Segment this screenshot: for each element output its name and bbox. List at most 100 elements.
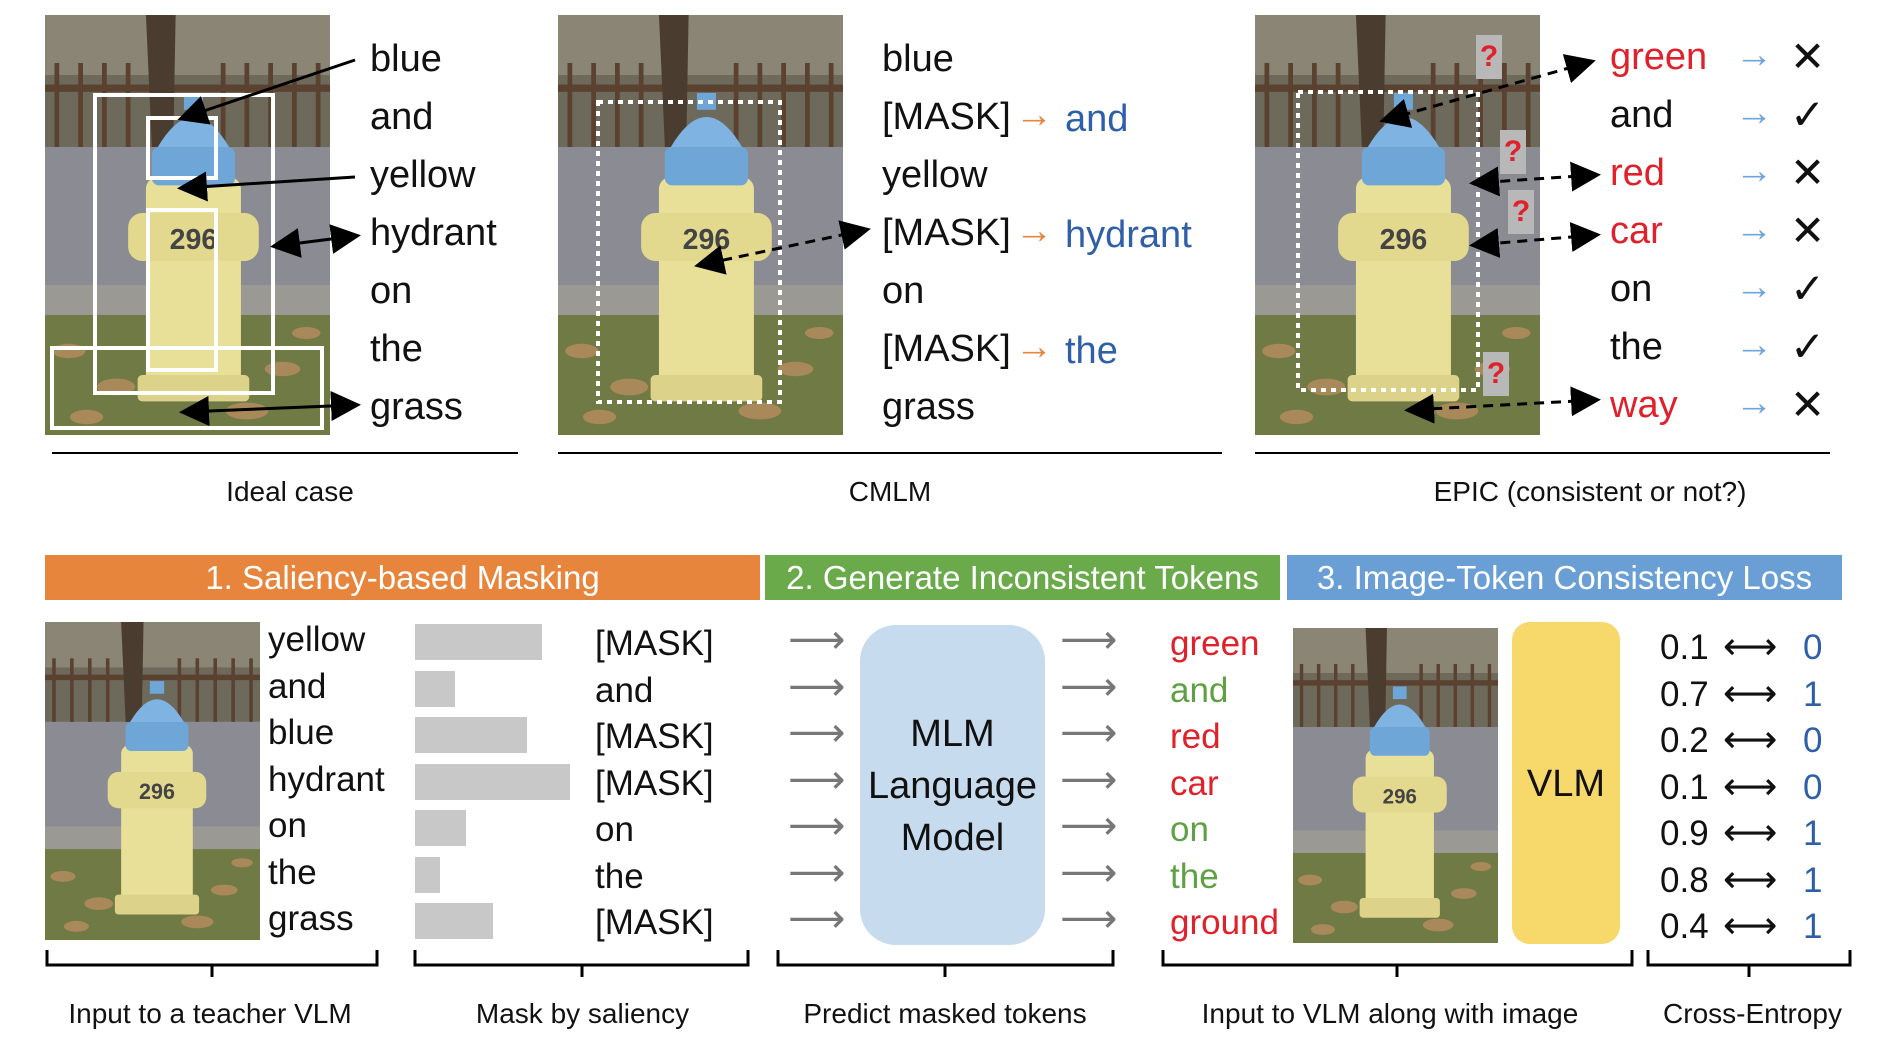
target-label: 1 [1803, 860, 1823, 900]
cmlm-word: [MASK] [882, 328, 1011, 370]
cross-icon: ✕ [1790, 149, 1826, 196]
epic-word: green [1610, 36, 1708, 78]
target-label: 1 [1803, 674, 1823, 714]
epic-word: red [1610, 152, 1665, 194]
caption-cross-entropy: Cross-Entropy [1663, 998, 1842, 1029]
caption-predict-masked: Predict masked tokens [803, 998, 1087, 1029]
cmlm-word: [MASK] [882, 96, 1011, 138]
saliency-bar [415, 903, 493, 939]
epic-word: way [1610, 384, 1678, 426]
ideal-word: blue [370, 38, 442, 80]
masked-word: [MASK] [595, 903, 714, 942]
cmlm-word: yellow [882, 154, 988, 196]
ideal-word: the [370, 328, 423, 370]
saliency-bar [415, 670, 455, 707]
bidirectional-arrow-icon: ⟷ [1723, 672, 1778, 715]
bidirectional-arrow-icon: ⟷ [1723, 765, 1778, 808]
mlm-label-line: MLM [910, 713, 995, 755]
vlm-input-image [1293, 628, 1498, 943]
caption-vlm-input: Input to VLM along with image [1201, 998, 1579, 1029]
mlm-label-line: Model [900, 817, 1005, 859]
epic-word: on [1610, 268, 1653, 310]
vlm-label: VLM [1526, 763, 1606, 805]
ideal-word: hydrant [370, 212, 497, 254]
caption-mask-by-saliency: Mask by saliency [475, 998, 690, 1029]
predicted-score: 0.9 [1660, 814, 1709, 853]
cross-icon: ✕ [1790, 207, 1826, 254]
gray-arrow-icon: ⟶ [1060, 804, 1118, 848]
predicted-score: 0.1 [1660, 628, 1709, 667]
input-word: hydrant [268, 759, 385, 799]
input-word: the [268, 852, 317, 892]
cmlm-prediction: the [1065, 330, 1118, 372]
question-mark-icon: ? [1476, 35, 1502, 79]
gray-arrow-icon: ⟶ [788, 664, 846, 709]
input-word: and [268, 666, 327, 706]
gray-arrow-icon: ⟶ [1060, 850, 1118, 895]
masked-word: on [595, 810, 634, 849]
ideal-case-caption: Ideal case [226, 476, 354, 507]
masked-word: [MASK] [595, 763, 714, 803]
ideal-word: yellow [370, 154, 476, 196]
section-brackets [45, 950, 1852, 977]
masked-word: the [595, 856, 644, 896]
cmlm-image [558, 15, 843, 435]
gray-arrow-icon: ⟶ [1060, 757, 1118, 802]
generated-word: red [1170, 717, 1221, 756]
check-icon: ✓ [1790, 91, 1826, 138]
light-blue-arrow-icon: → [1735, 92, 1773, 134]
ideal-word: on [370, 270, 413, 312]
gray-arrow-icon: ⟶ [1060, 664, 1118, 709]
generated-word: on [1170, 810, 1209, 849]
light-blue-arrow-icon: → [1735, 266, 1773, 308]
gray-arrow-icon: ⟶ [788, 897, 846, 941]
orange-arrow-icon: → [1015, 326, 1053, 368]
banner-consistency-loss: 3. Image-Token Consistency Loss [1287, 555, 1842, 600]
epic-caption: EPIC (consistent or not?) [1433, 476, 1747, 507]
gray-arrow-icon: ⟶ [788, 618, 846, 662]
saliency-bar [415, 763, 570, 800]
gray-arrow-icon: ⟶ [1060, 618, 1118, 662]
caption-teacher-input: Input to a teacher VLM [68, 998, 352, 1029]
target-label: 0 [1803, 628, 1823, 667]
ideal-case-image [45, 15, 330, 435]
saliency-bar [415, 810, 466, 846]
cmlm-word: [MASK] [882, 212, 1011, 254]
generated-word: ground [1170, 903, 1279, 942]
question-mark-icon: ? [1483, 352, 1509, 396]
gray-arrow-icon: ⟶ [1060, 711, 1118, 755]
check-icon: ✓ [1790, 323, 1826, 370]
mlm-language-model-box: MLM Language Model [860, 625, 1045, 945]
cmlm-word: on [882, 270, 925, 312]
predicted-score: 0.8 [1660, 860, 1709, 900]
bidirectional-arrow-icon: ⟷ [1723, 905, 1778, 947]
light-blue-arrow-icon: → [1735, 324, 1773, 366]
orange-arrow-icon: → [1015, 94, 1053, 136]
cmlm-word: blue [882, 38, 954, 80]
question-mark-icon: ? [1500, 130, 1526, 174]
target-label: 0 [1803, 721, 1823, 760]
cmlm-caption: CMLM [848, 476, 932, 507]
gray-arrow-icon: ⟶ [788, 804, 846, 848]
generated-word: green [1170, 624, 1260, 663]
generated-word: the [1170, 856, 1219, 896]
masked-word: [MASK] [595, 624, 714, 663]
saliency-bar [415, 717, 527, 753]
gray-arrow-icon: ⟶ [788, 850, 846, 895]
gray-arrow-icon: ⟶ [788, 711, 846, 755]
cmlm-prediction: hydrant [1065, 214, 1192, 256]
gray-arrow-icon: ⟶ [788, 757, 846, 802]
target-label: 1 [1803, 814, 1823, 853]
target-label: 1 [1803, 907, 1823, 946]
banner-saliency-masking: 1. Saliency-based Masking [45, 555, 760, 600]
cmlm-word: grass [882, 386, 975, 428]
saliency-bar [415, 856, 440, 893]
cross-icon: ✕ [1790, 381, 1826, 428]
input-word: grass [268, 899, 354, 938]
input-word: on [268, 806, 307, 845]
light-blue-arrow-icon: → [1735, 34, 1773, 76]
predicted-score: 0.7 [1660, 674, 1709, 714]
masked-word: [MASK] [595, 717, 714, 756]
epic-word: the [1610, 326, 1663, 368]
banner-generate-inconsistent: 2. Generate Inconsistent Tokens [765, 555, 1280, 600]
